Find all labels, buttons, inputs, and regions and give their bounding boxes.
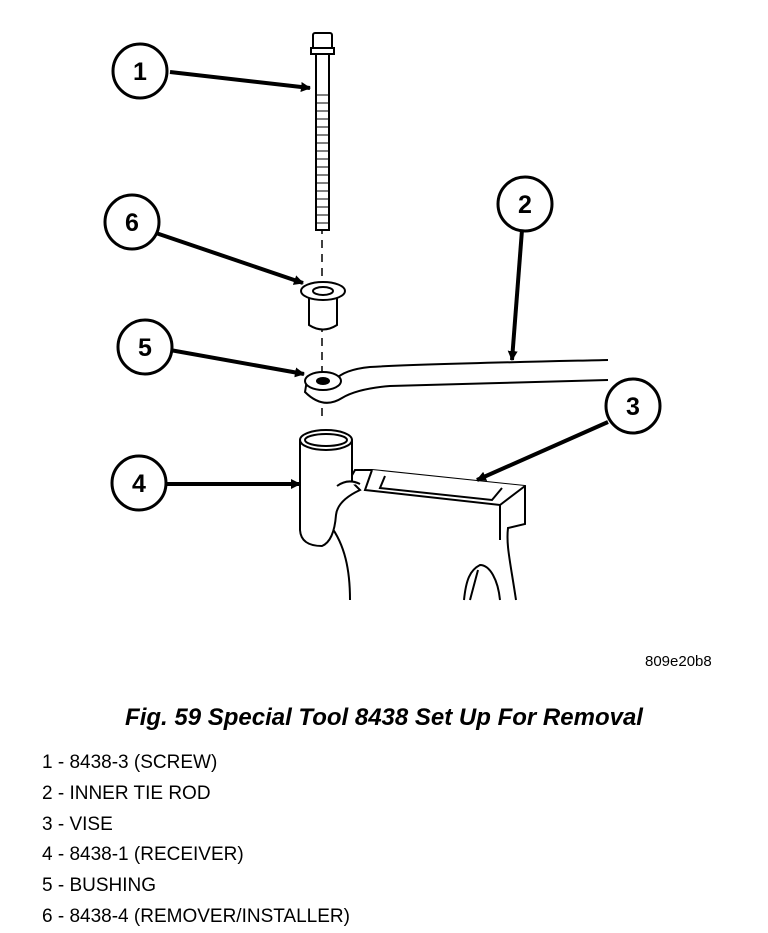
figure-caption: Fig. 59 Special Tool 8438 Set Up For Rem… [125,704,643,731]
callout-circle-4 [110,454,168,512]
callout-number-6: 6 [125,209,139,237]
callout-circle-2 [496,175,554,233]
screw [310,32,335,231]
callout-number-4: 4 [132,470,146,498]
legend-list: 1 - 8438-3 (SCREW) 2 - INNER TIE ROD 3 -… [42,748,350,933]
leader-1 [169,70,311,92]
leader-3 [476,420,609,482]
callout-number-5: 5 [138,334,152,362]
callout-circle-3 [604,377,662,435]
callout-circle-6 [103,193,161,251]
legend-item: 5 - BUSHING [42,875,157,897]
legend-item: 2 - INNER TIE ROD [42,782,211,804]
remover-installer [300,281,346,331]
leader-2 [507,229,524,361]
callout-circle-1 [111,42,169,100]
tool-setup-diagram: 1 2 3 4 5 6 [103,32,662,601]
legend-item: 1 - 8438-3 (SCREW) [42,752,218,773]
vise [328,469,526,601]
legend-item: 6 - 8438-4 (REMOVER/INSTALLER) [42,905,350,927]
image-code: 809e20b8 [645,653,712,670]
callout-circle-5 [116,318,174,376]
leader-6 [152,230,304,285]
legend-item: 4 - 8438-1 (RECEIVER) [42,844,244,866]
callout-number-3: 3 [626,393,640,421]
inner-tie-rod [303,359,609,404]
receiver [299,429,362,548]
leader-5 [169,348,305,378]
legend-item: 3 - VISE [42,813,113,835]
callout-number-1: 1 [133,58,147,86]
callout-number-2: 2 [518,191,532,219]
